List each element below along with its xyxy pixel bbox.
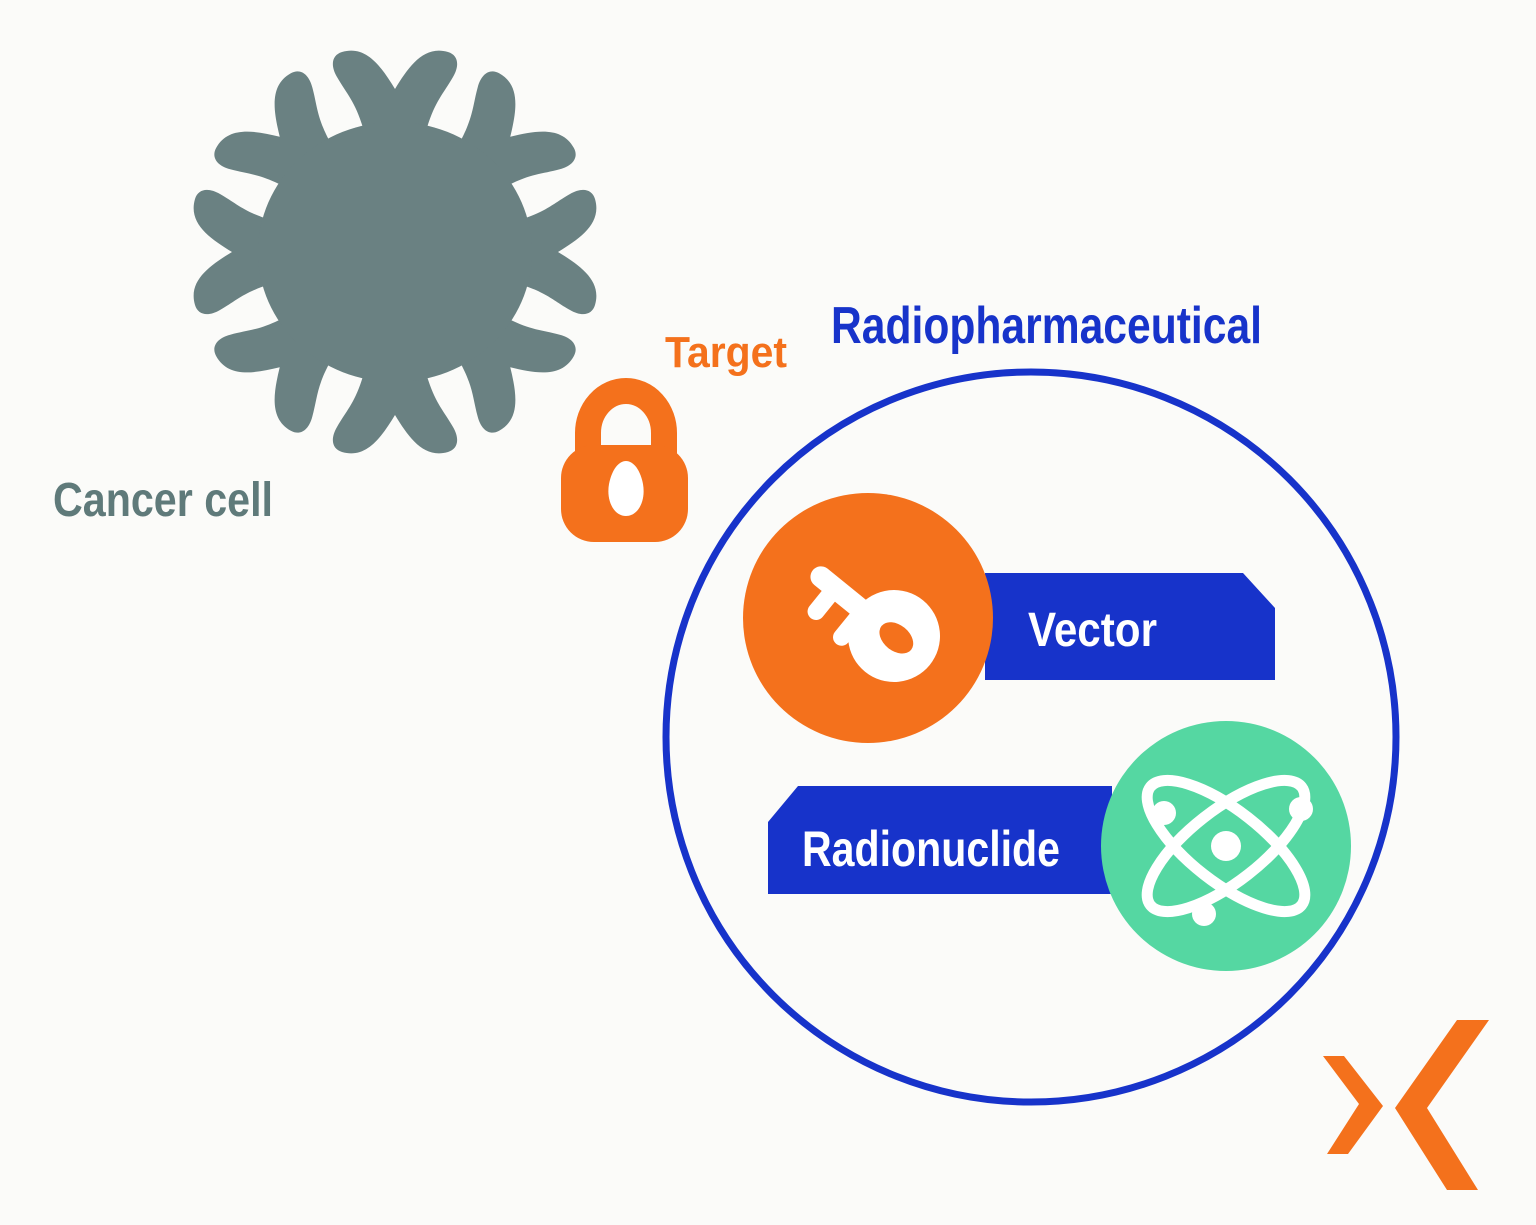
logo-small-chevron [1323,1056,1383,1154]
atom-orbit [1141,774,1311,918]
target-label: Target [665,328,787,377]
vector-banner [985,573,1275,680]
atom-icon [1141,774,1313,926]
radionuclide-label: Radionuclide [802,821,1060,877]
key-icon [807,566,940,682]
radiopharmaceutical-circle [662,368,1400,1106]
radionuclide-banner [768,786,1112,894]
atom-electron [1192,902,1216,926]
atom-electron [1289,797,1313,821]
lock-shackle [575,378,677,465]
lock-keyhole [608,461,644,516]
logo-large-chevron [1395,1020,1489,1190]
atom-orbit [1141,774,1311,918]
key-bow-hole [879,622,914,654]
key-tooth [807,585,839,620]
cancer-cell-icon [193,50,597,454]
cancer-cell-label: Cancer cell [53,474,273,527]
target-lock-icon [561,378,688,542]
vector-label: Vector [1028,604,1157,657]
x-chevrons-logo [1323,1020,1489,1190]
atom-nucleus [1211,831,1241,861]
cell-body [258,122,532,382]
atom-electron [1152,801,1176,825]
page-title: Radiopharmaceutical [831,297,1262,355]
